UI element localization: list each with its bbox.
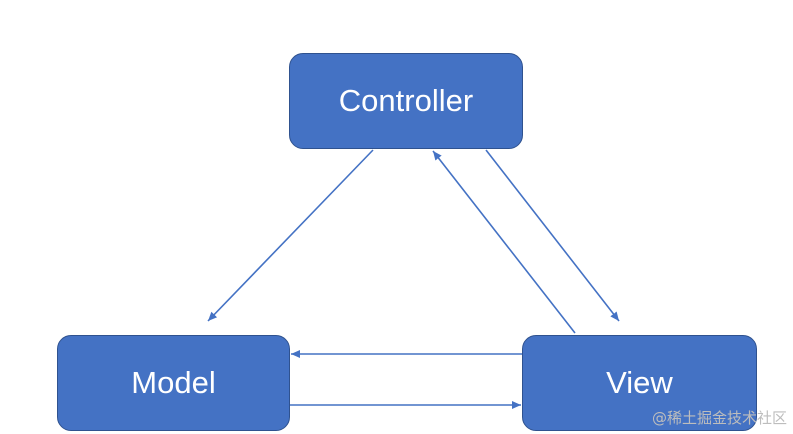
view-label: View [606,365,673,400]
controller-label: Controller [338,83,474,118]
watermark-text: @稀土掘金技术社区 [651,409,787,427]
controller-node: Controller [289,53,523,149]
edge-controller-to-view [485,149,620,322]
view-node: View [522,335,757,431]
model-node: Model [57,335,290,431]
edge-view-to-controller [432,150,576,334]
edge-controller-to-model [207,149,374,322]
model-label: Model [131,365,216,400]
